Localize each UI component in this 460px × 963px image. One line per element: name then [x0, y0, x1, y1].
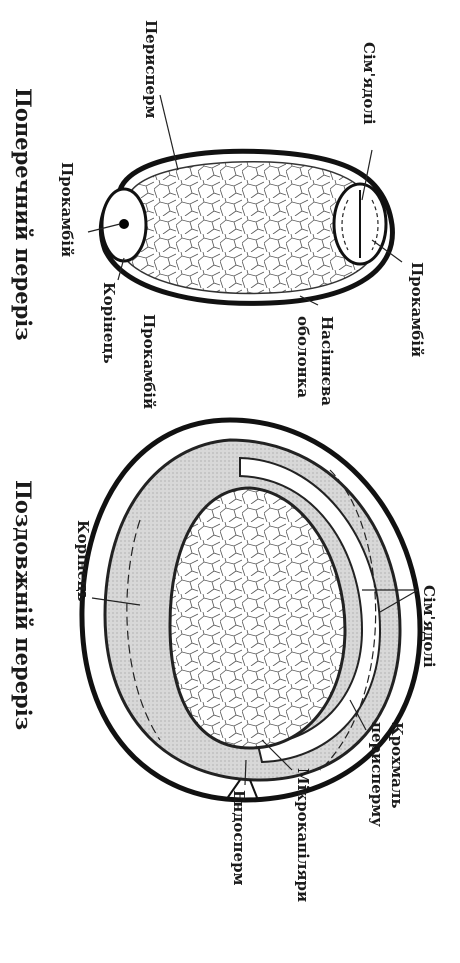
- label-endosperm: Ендосперм: [230, 790, 248, 886]
- label-seed-coat-line2: оболонка: [294, 316, 312, 398]
- label-seed-coat-line1: Насіннєва: [318, 316, 336, 406]
- label-cross-cotyledons: Сім'ядолі: [360, 42, 378, 125]
- label-starch-line1: Крохмаль: [388, 722, 406, 809]
- label-cross-procambium-left: Прокамбій: [58, 162, 76, 257]
- label-long-radicle: Корінець: [74, 520, 92, 602]
- label-perisperm: Перисперм: [142, 20, 160, 119]
- cross-procambium-dot: [119, 219, 129, 229]
- label-cross-procambium-right: Прокамбій: [408, 262, 426, 357]
- title-longitudinal-section: Поздовжній переріз: [11, 480, 36, 730]
- label-radicle: Корінець: [100, 282, 118, 364]
- cross-section-drawing: [101, 151, 392, 303]
- label-microcapillaries: Мікрокапіляри: [294, 768, 312, 902]
- label-cross-procambium-bottom: Прокамбій: [140, 314, 158, 409]
- label-starch-line2: перисперму: [368, 722, 386, 827]
- title-cross-section: Поперечний переріз: [11, 88, 36, 341]
- label-long-cotyledons: Сім'ядолі: [420, 585, 438, 668]
